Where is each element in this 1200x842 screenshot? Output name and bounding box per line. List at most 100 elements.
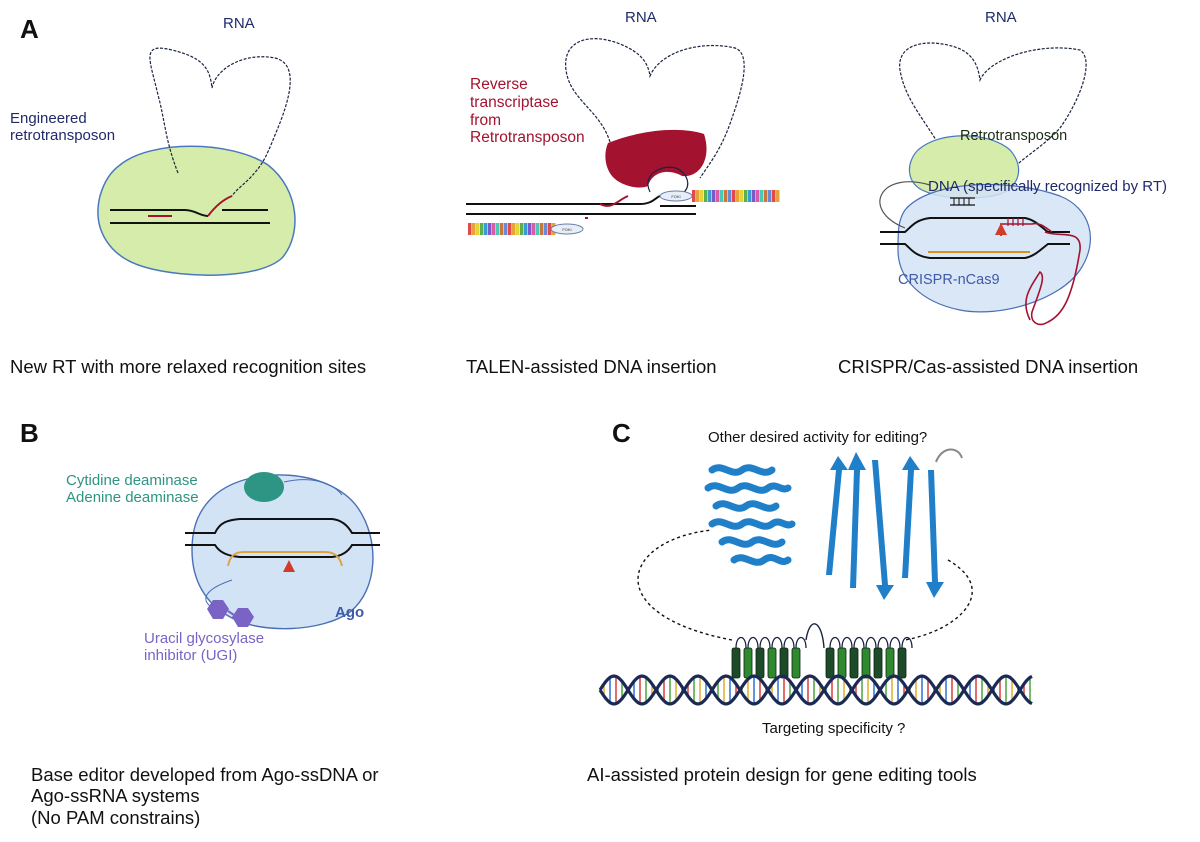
tale-repeat	[524, 223, 528, 235]
panel-c-diagram	[598, 448, 1033, 706]
tale-repeat	[520, 223, 524, 235]
caption-a3: CRISPR/Cas-assisted DNA insertion	[838, 356, 1139, 377]
tale-repeat	[760, 190, 764, 202]
tale-repeat	[480, 223, 484, 235]
retrotransposon-label: Retrotransposon	[960, 128, 1067, 144]
tale-repeat	[740, 190, 744, 202]
tale-repeat	[472, 223, 476, 235]
binding-repeat	[861, 647, 871, 679]
repeat-loop	[865, 636, 877, 649]
panel-b-letter: B	[20, 418, 39, 448]
deaminase	[244, 472, 284, 502]
tale-repeat	[504, 223, 508, 235]
panel-c-bottom-label: Targeting specificity ?	[762, 720, 905, 737]
tale-repeat	[548, 223, 552, 235]
deaminase-linker	[283, 479, 343, 496]
tale-repeat	[516, 223, 520, 235]
binding-repeat	[837, 647, 847, 679]
beta-sheet	[822, 452, 944, 600]
binding-repeat	[897, 647, 907, 679]
nick-ticks	[1007, 218, 1024, 226]
tale-repeat	[728, 190, 732, 202]
dna-bottom	[185, 544, 380, 558]
tale-repeat	[500, 223, 504, 235]
binding-repeat	[791, 647, 801, 679]
tale-repeat	[484, 223, 488, 235]
panel-a2-diagram: FOKI FOKI	[466, 38, 780, 235]
binding-repeat	[873, 647, 883, 679]
rna-strand	[899, 42, 1087, 176]
dna-bottom	[880, 243, 1070, 259]
reverse-transcriptase-label: Reverse transcriptase from Retrotranspos…	[470, 76, 585, 147]
panel-c-letter: C	[612, 418, 631, 448]
dna-top	[185, 518, 380, 534]
tale-repeat	[512, 223, 516, 235]
ugi-link	[227, 610, 235, 616]
tale-repeat	[528, 223, 532, 235]
repeat-loop	[889, 636, 901, 649]
tale-repeat	[476, 223, 480, 235]
caption-b: Base editor developed from Ago-ssDNA or …	[31, 764, 379, 828]
tale-repeat	[532, 223, 536, 235]
dna-binding-repeats	[731, 636, 913, 679]
caption-c: AI-assisted protein design for gene edit…	[587, 764, 977, 785]
tale-repeat	[692, 190, 696, 202]
tale-repeat	[696, 190, 700, 202]
connector-loop	[637, 529, 973, 641]
insert-strand	[148, 195, 233, 217]
tale-repeat	[732, 190, 736, 202]
repeat-loop	[841, 636, 853, 649]
tale-repeat	[768, 190, 772, 202]
foki-domain-bottom	[550, 223, 584, 235]
binding-repeat	[731, 647, 741, 679]
linker	[879, 181, 931, 229]
dna-double-helix	[598, 674, 1033, 706]
tale-repeat	[748, 190, 752, 202]
repeat-loop	[747, 636, 759, 649]
rna-label-a3: RNA	[985, 9, 1017, 26]
tale-repeat	[488, 223, 492, 235]
tale-repeat	[724, 190, 728, 202]
rt-loop	[647, 166, 689, 195]
ago-label: Ago	[335, 604, 364, 621]
tale-repeat	[772, 190, 776, 202]
tale-array-bottom	[468, 223, 556, 235]
cas9-label: CRISPR-nCas9	[898, 272, 1000, 288]
repeat-loop	[829, 636, 841, 649]
rna-strand	[565, 38, 745, 179]
pegrna-hairpin	[1000, 222, 1053, 233]
foki-label-bottom: FOKI	[562, 227, 571, 232]
dna-backbone-2	[598, 674, 1033, 706]
foki-domain-top	[659, 190, 693, 202]
alpha-helix-bundle	[704, 464, 796, 566]
dna-backbone-1	[598, 674, 1033, 706]
tale-repeat	[776, 190, 780, 202]
repeat-loop	[901, 636, 913, 649]
panel-a1-diagram	[97, 47, 296, 276]
deaminase-label: Cytidine deaminase Adenine deaminase	[66, 472, 199, 507]
tale-repeat	[700, 190, 704, 202]
ugi-domain-1	[207, 600, 229, 619]
repeat-linker	[805, 623, 825, 649]
tale-repeat	[496, 223, 500, 235]
tale-repeat	[708, 190, 712, 202]
binding-repeat	[849, 647, 859, 679]
ugi-label: Uracil glycosylase inhibitor (UGI)	[144, 630, 265, 665]
panel-a3-diagram	[879, 42, 1091, 326]
rna-label-a2: RNA	[625, 9, 657, 26]
binding-repeat	[767, 647, 777, 679]
tale-repeat	[752, 190, 756, 202]
tale-repeat	[540, 223, 544, 235]
dna-recognized-label: DNA (specifically recognized by RT)	[928, 178, 1167, 195]
binding-repeat	[885, 647, 895, 679]
dna-top	[466, 195, 661, 205]
rna-strand	[149, 47, 291, 197]
repeat-loop	[771, 636, 783, 649]
ugi-domain-2	[232, 608, 254, 627]
panel-b-diagram	[185, 472, 380, 630]
tale-repeat	[544, 223, 548, 235]
foki-label-top: FOKI	[671, 194, 680, 199]
retrotransposon-blob	[97, 145, 296, 276]
engineered-retrotransposon-label: Engineered retrotransposon	[10, 110, 116, 145]
tale-repeat	[756, 190, 760, 202]
